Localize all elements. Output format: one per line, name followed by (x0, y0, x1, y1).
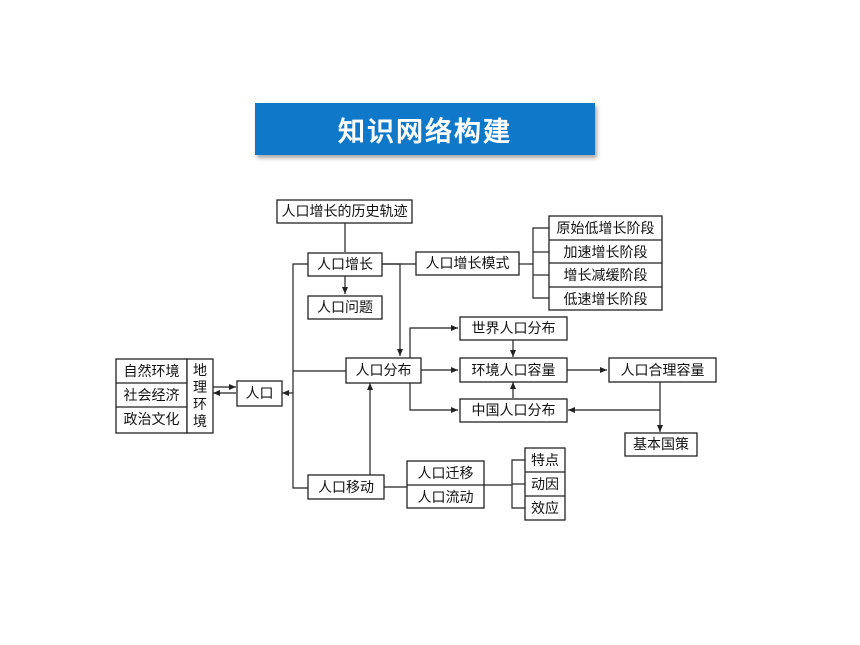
label-stage-3: 增长减缓阶段 (564, 268, 648, 284)
box-population: 人口 (236, 380, 283, 407)
box-movement-types: 人口迁移 人口流动 (406, 460, 485, 509)
label-natural-env: 自然环境 (124, 363, 180, 380)
label-history: 人口增长的历史轨迹 (282, 204, 408, 220)
label-effect: 效应 (531, 500, 559, 517)
label-growth: 人口增长 (317, 257, 373, 273)
label-world-distribution: 世界人口分布 (472, 321, 556, 337)
connector-distribution-china (409, 382, 458, 413)
box-env-factors: 自然环境 社会经济 政治文化 (115, 358, 188, 434)
box-world-distribution: 世界人口分布 (459, 316, 568, 341)
box-history: 人口增长的历史轨迹 (276, 199, 413, 224)
label-stage-4: 低速增长阶段 (564, 292, 648, 308)
label-policy: 基本国策 (633, 436, 689, 453)
label-china-distribution: 中国人口分布 (472, 403, 556, 419)
label-stage-2: 加速增长阶段 (564, 245, 648, 261)
label-population: 人口 (246, 386, 274, 402)
label-flow: 人口流动 (418, 490, 474, 506)
page-title: 知识网络构建 (255, 103, 595, 155)
label-geo-env-2: 理 (193, 380, 207, 396)
box-movement-aspects: 特点 动因 效应 (524, 447, 566, 521)
box-capacity: 环境人口容量 (459, 357, 568, 383)
box-mode: 人口增长模式 (415, 251, 520, 276)
label-problem: 人口问题 (317, 300, 373, 316)
spine-population (292, 263, 308, 489)
bracket-stages (532, 227, 549, 299)
label-movement: 人口移动 (318, 480, 374, 496)
label-capacity: 环境人口容量 (472, 362, 556, 379)
box-distribution: 人口分布 (345, 357, 422, 384)
connectors (213, 223, 663, 509)
box-movement: 人口移动 (307, 474, 385, 500)
label-feature: 特点 (531, 453, 559, 469)
box-reasonable-capacity: 人口合理容量 (608, 357, 717, 383)
label-cause: 动因 (531, 477, 559, 493)
box-geo-env: 地 理 环 境 (186, 358, 214, 434)
connector-distribution-world (409, 325, 458, 358)
box-growth: 人口增长 (307, 252, 383, 277)
label-migration: 人口迁移 (418, 466, 474, 482)
label-geo-env-4: 境 (193, 414, 207, 430)
label-stage-1: 原始低增长阶段 (557, 221, 655, 237)
box-policy: 基本国策 (624, 432, 698, 457)
label-reasonable-capacity: 人口合理容量 (621, 362, 705, 379)
label-socio-econ: 社会经济 (124, 388, 180, 404)
label-geo-env-1: 地 (193, 363, 207, 379)
box-problem: 人口问题 (307, 295, 383, 320)
label-mode: 人口增长模式 (426, 256, 510, 272)
label-geo-env-3: 环 (193, 397, 207, 413)
label-distribution: 人口分布 (356, 363, 412, 379)
box-stages: 原始低增长阶段 加速增长阶段 增长减缓阶段 低速增长阶段 (548, 215, 663, 311)
label-politics: 政治文化 (124, 412, 180, 428)
connector-growth-distribution (382, 263, 403, 356)
box-china-distribution: 中国人口分布 (459, 398, 568, 423)
